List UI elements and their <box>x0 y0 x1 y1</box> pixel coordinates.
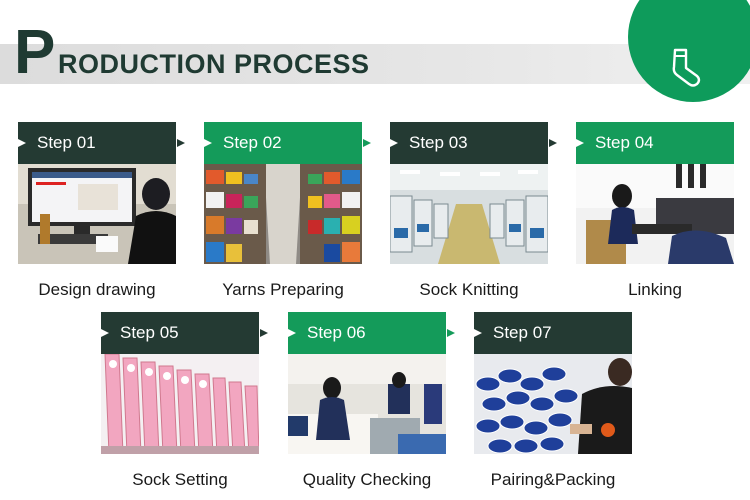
step-caption: Linking <box>628 280 682 299</box>
arrow-icon <box>474 329 482 337</box>
step-label: Step 03 <box>390 122 548 164</box>
step-label: Step 06 <box>288 312 446 354</box>
arrow-icon <box>447 329 455 337</box>
step-caption: Sock Knitting <box>419 280 519 299</box>
step-caption: Quality Checking <box>302 470 432 489</box>
sock-icon <box>672 48 701 87</box>
step-label: Step 04 <box>576 122 734 164</box>
title-initial: P <box>14 18 56 87</box>
step-label: Step 02 <box>204 122 362 164</box>
step-card-05: Step 05 <box>101 312 268 454</box>
step-card-06: Step 06 <box>288 312 455 454</box>
page-title: RODUCTION PROCESS <box>58 49 370 79</box>
quality-checking-photo <box>288 354 446 454</box>
linking-photo <box>576 164 734 264</box>
arrow-icon <box>101 329 109 337</box>
arrow-icon <box>260 329 268 337</box>
arrow-icon <box>576 139 584 147</box>
knitting-factory-photo <box>390 164 548 264</box>
step-caption: Yarns Preparing <box>222 280 344 299</box>
arrow-icon <box>18 139 26 147</box>
design-drawing-photo <box>18 164 176 264</box>
pairing-packing-photo <box>474 354 632 454</box>
sock-setting-photo <box>101 354 259 454</box>
arrow-icon <box>177 139 185 147</box>
yarn-warehouse-photo <box>204 164 362 264</box>
step-caption: Sock Setting <box>132 470 228 489</box>
step-label: Step 01 <box>18 122 176 164</box>
step-card-03: Step 03 <box>390 122 557 264</box>
arrow-icon <box>363 139 371 147</box>
step-label: Step 07 <box>474 312 632 354</box>
header-band <box>0 44 750 84</box>
step-card-01: Step 01 <box>18 122 185 264</box>
arrow-icon <box>390 139 398 147</box>
arrow-icon <box>204 139 212 147</box>
step-card-02: Step 02 <box>204 122 371 264</box>
step-label: Step 05 <box>101 312 259 354</box>
step-card-07: Step 07 <box>474 312 632 454</box>
step-card-04: Step 04 <box>576 122 734 264</box>
arrow-icon <box>288 329 296 337</box>
step-caption: Design drawing <box>38 280 156 299</box>
step-caption: Pairing&Packing <box>490 470 616 489</box>
arrow-icon <box>549 139 557 147</box>
